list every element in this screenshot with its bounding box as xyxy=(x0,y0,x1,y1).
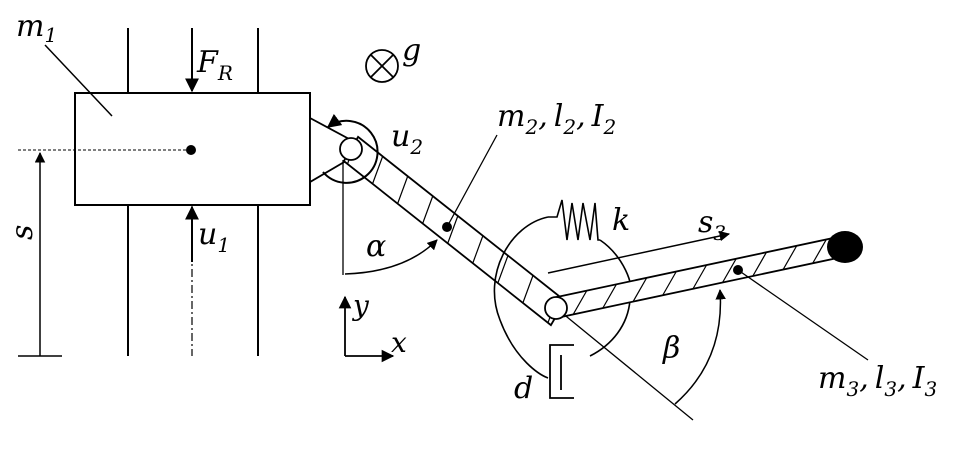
gravity-into-page-icon xyxy=(365,49,399,83)
label-y: y xyxy=(351,289,370,322)
joint-2 xyxy=(544,296,568,320)
label-d: d xyxy=(514,371,533,406)
label-u1: u1 xyxy=(198,217,230,257)
label-link-2-params: m2,l2,I2 xyxy=(497,99,616,139)
label-fr: FR xyxy=(196,45,233,85)
beta-reference-line xyxy=(555,307,694,421)
label-link-3-params: m3,l3,I3 xyxy=(818,361,937,401)
label-beta: β xyxy=(662,331,680,366)
s3-arrow xyxy=(547,230,731,274)
coordinate-axes xyxy=(338,295,395,363)
label-x: x xyxy=(391,326,407,359)
alpha-arc-arrow xyxy=(344,239,438,275)
mass-m1-center-of-mass xyxy=(186,145,196,155)
joint-2-arc xyxy=(493,216,549,379)
link-3 xyxy=(555,235,844,319)
label-s: s xyxy=(5,225,40,240)
end-mass xyxy=(827,231,863,263)
label-u2: u2 xyxy=(391,119,423,159)
label-m1: m1 xyxy=(16,9,57,47)
label-s3: s3 xyxy=(698,205,726,245)
label-k: k xyxy=(612,203,630,238)
joint-1 xyxy=(339,137,363,161)
damper-icon xyxy=(549,344,574,399)
link-3-leader-line xyxy=(737,269,869,361)
link-2-leader-line xyxy=(446,134,498,228)
beta-arc-arrow xyxy=(674,288,726,405)
label-alpha: α xyxy=(366,229,386,264)
label-g: g xyxy=(402,33,421,68)
torque-u2-arrow xyxy=(322,113,379,184)
spring-icon xyxy=(548,199,600,241)
m1-leader-line xyxy=(44,44,113,117)
